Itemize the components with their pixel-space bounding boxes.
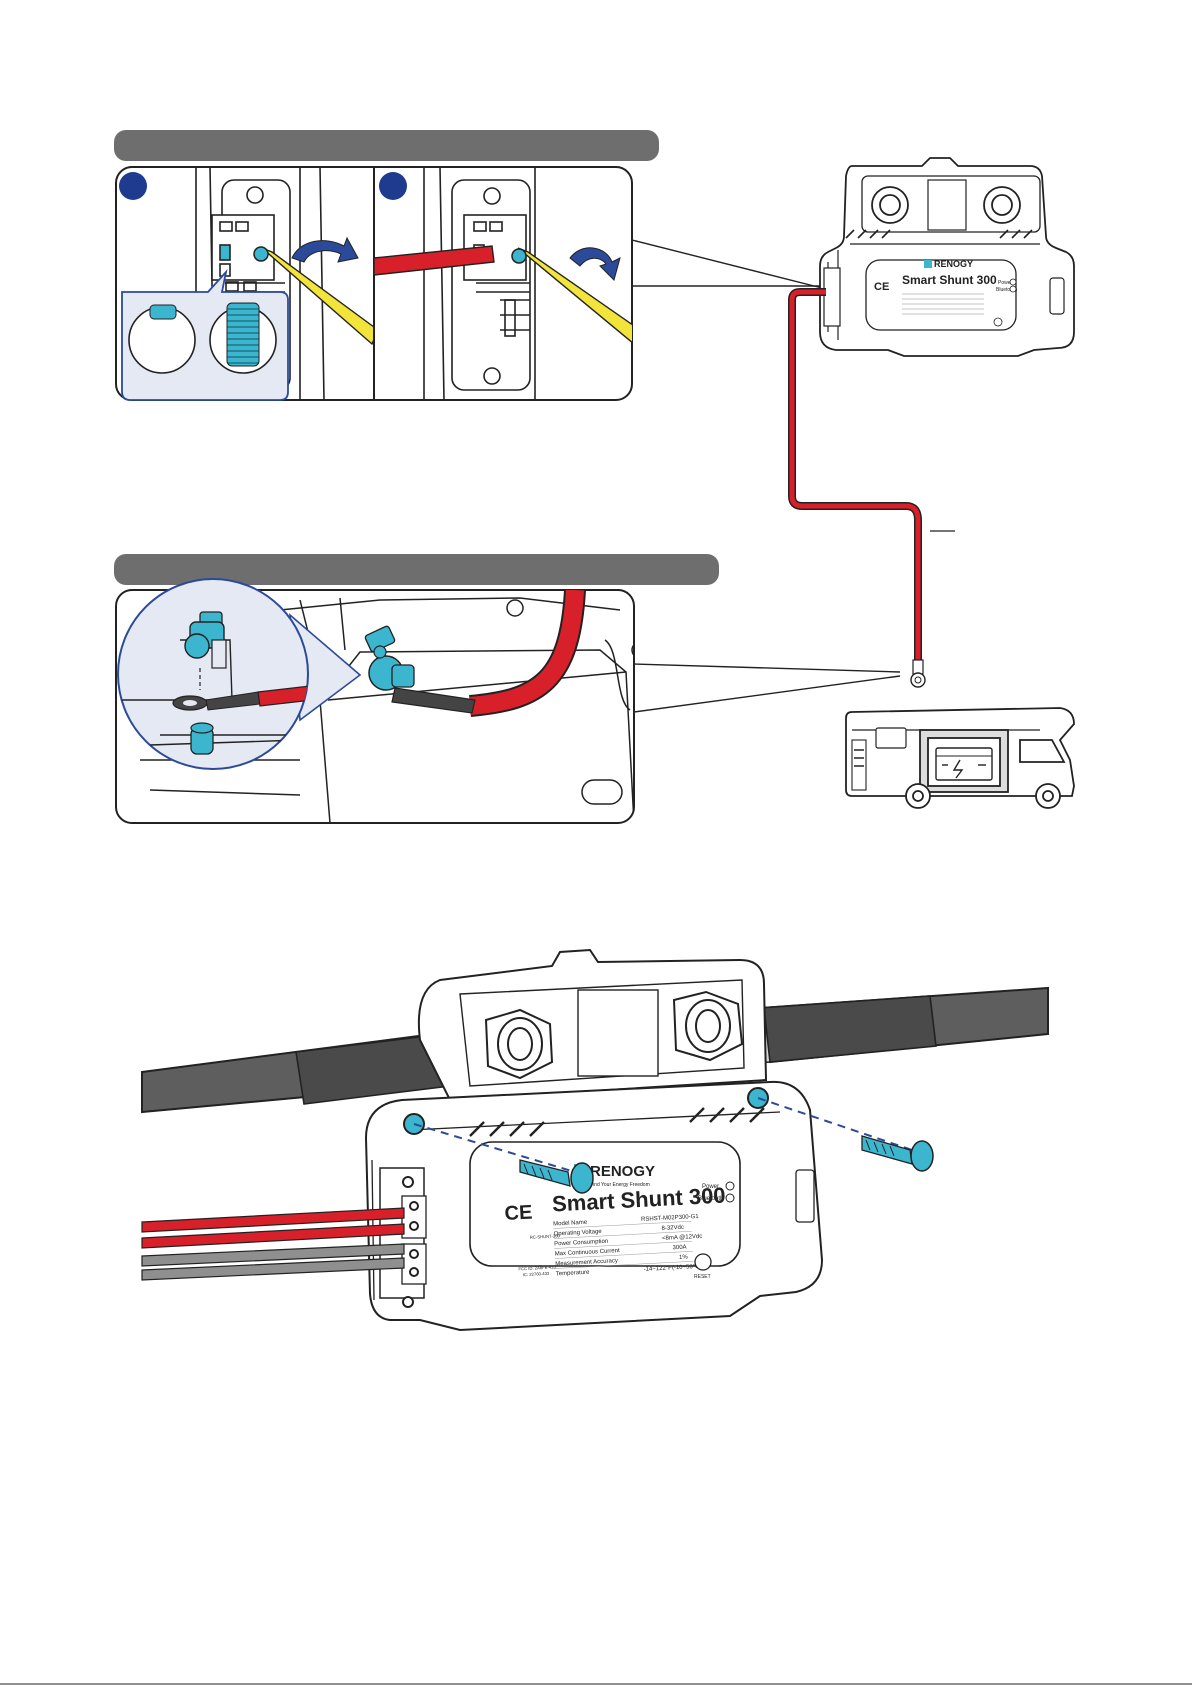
ring-terminal-icon — [910, 659, 926, 688]
svg-text:RC-SHUNT-300: RC-SHUNT-300 — [530, 1233, 561, 1240]
svg-text:CE: CE — [874, 281, 889, 293]
rv-icon — [845, 707, 1075, 809]
svg-text:RENOGY: RENOGY — [590, 1163, 655, 1180]
screwdriver-icon — [261, 247, 374, 346]
smart-shunt-large — [364, 948, 824, 1332]
main-cable-right — [735, 986, 1049, 1065]
svg-text:<8mA @12Vdc: <8mA @12Vdc — [662, 1234, 703, 1242]
svg-text:RSHST-M02P300-G1: RSHST-M02P300-G1 — [641, 1214, 700, 1223]
svg-text:FCC ID: 2A8FB-433: FCC ID: 2A8FB-433 — [518, 1264, 556, 1271]
step-badge-2 — [379, 172, 407, 200]
svg-text:Bluetooth: Bluetooth — [698, 1196, 723, 1202]
panel-tighten-screw — [373, 167, 632, 400]
section-bar-battery — [114, 554, 719, 585]
svg-text:300A: 300A — [672, 1245, 686, 1252]
svg-text:RESET: RESET — [694, 1274, 711, 1280]
screw-icon — [757, 1097, 934, 1172]
svg-text:Measurement Accuracy: Measurement Accuracy — [555, 1258, 618, 1267]
svg-text:Power Consumption: Power Consumption — [554, 1239, 608, 1248]
svg-text:Power: Power — [702, 1184, 719, 1190]
zoom-callout-terminal — [121, 268, 289, 401]
svg-text:Find Your Energy Freedom: Find Your Energy Freedom — [590, 1182, 650, 1188]
rotate-arrow-icon — [291, 236, 359, 263]
sense-wires — [141, 1207, 405, 1281]
svg-text:Operating Voltage: Operating Voltage — [554, 1229, 603, 1238]
svg-text:Temperature: Temperature — [556, 1270, 591, 1278]
panel-battery-connection — [115, 578, 635, 824]
screwdriver-icon — [517, 247, 632, 344]
svg-text:Bluetooth: Bluetooth — [996, 287, 1017, 293]
svg-text:CE: CE — [504, 1202, 533, 1225]
smart-shunt-small — [819, 157, 1075, 357]
svg-text:IC: 22760-433: IC: 22760-433 — [523, 1271, 550, 1277]
battery-terminal-icon — [364, 625, 415, 691]
svg-text:-14~122°F(-10~50°C): -14~122°F(-10~50°C) — [644, 1264, 702, 1273]
battery-icon — [935, 747, 993, 781]
svg-text:Max Continuous Current: Max Continuous Current — [555, 1248, 621, 1257]
svg-text:RENOGY: RENOGY — [934, 259, 973, 269]
red-wire — [373, 245, 495, 276]
svg-text:1%: 1% — [679, 1255, 689, 1261]
section-bar-terminal — [114, 130, 659, 161]
step-badge-1 — [119, 172, 147, 200]
screw-icon — [413, 1123, 594, 1194]
rotate-arrow-icon — [569, 247, 621, 281]
svg-text:8-32Vdc: 8-32Vdc — [661, 1225, 684, 1232]
small-device-label: RENOGY Smart Shunt 300 CE Power Bluetoot… — [874, 259, 1017, 327]
svg-text:Model Name: Model Name — [553, 1220, 588, 1228]
svg-text:Power: Power — [998, 280, 1013, 286]
svg-text:Smart Shunt 300: Smart Shunt 300 — [902, 273, 997, 287]
